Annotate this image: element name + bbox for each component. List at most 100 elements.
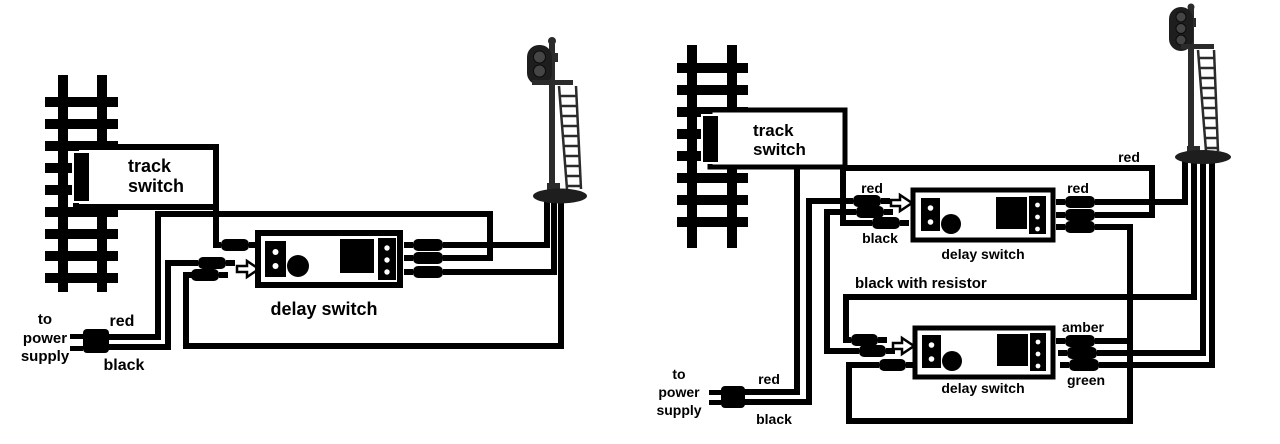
track-tie <box>45 207 118 217</box>
rca-plug-tip <box>1058 350 1067 356</box>
input-plugs-left <box>191 239 262 281</box>
delay-switch-2: delay switch <box>912 325 1056 396</box>
track-switch-label-line2: switch <box>753 140 806 159</box>
wire-red-power <box>105 211 493 340</box>
track-tie <box>45 251 118 261</box>
relay-block <box>340 239 374 273</box>
rca-plug-tip <box>886 348 895 354</box>
loop-red-label: red <box>1118 149 1140 165</box>
track-tie <box>677 217 748 227</box>
terminal-block <box>265 241 286 277</box>
resistor-wire-label: black with resistor <box>855 275 987 292</box>
wire-signal-common <box>183 198 564 349</box>
relay-block <box>996 197 1027 229</box>
socket-dot <box>927 205 934 211</box>
rca-plug <box>1065 209 1095 221</box>
rca-plug <box>1065 335 1095 347</box>
output-plugs-left <box>404 239 443 278</box>
black-wire-label: black <box>104 357 145 374</box>
power-label-line2: power <box>658 384 700 400</box>
wire-black-with-resistor <box>843 158 1197 343</box>
signal-pedestal <box>547 183 560 192</box>
rca-plug <box>413 266 443 278</box>
track-tie <box>677 63 748 73</box>
delay2-output-plugs: amber green <box>1056 319 1105 388</box>
signal-ladder <box>557 85 583 190</box>
wire-black-power <box>105 260 198 350</box>
wire-signal-green <box>1099 158 1215 368</box>
track-switch-label-line2: switch <box>128 176 184 196</box>
signal-lamp <box>1175 11 1187 23</box>
plug-in-arrow-icon <box>891 335 917 357</box>
signal-pole <box>1188 9 1194 157</box>
relay-block <box>997 334 1028 366</box>
track-switch-box-right: track switch <box>701 107 848 170</box>
rca-plug <box>879 359 906 371</box>
power-label-line1: to <box>672 366 685 382</box>
power-label-line3: supply <box>656 402 701 418</box>
power-connector-prong <box>709 390 721 395</box>
rca-plug-tip <box>1056 338 1065 344</box>
wire-black-power <box>743 198 853 405</box>
delay-switch-1: delay switch <box>910 187 1056 262</box>
signal-base <box>533 188 587 204</box>
wire-red-power <box>743 169 800 395</box>
track-switch-label-line1: track <box>753 121 794 140</box>
input-red-label: red <box>861 180 883 196</box>
socket-dot <box>384 257 390 263</box>
rca-plug-tip <box>404 255 413 261</box>
rca-plug <box>853 195 881 207</box>
signal-lamp <box>533 64 546 78</box>
socket-dot <box>1035 226 1040 232</box>
rca-plug <box>872 217 900 229</box>
terminal-block <box>921 198 940 231</box>
power-black-label: black <box>756 411 792 427</box>
track-tie <box>677 85 748 95</box>
delay1-output-plugs: red red <box>1056 149 1140 233</box>
rca-plug <box>1065 196 1095 208</box>
power-label-line2: power <box>23 330 67 347</box>
signal-ladder <box>1196 49 1220 152</box>
signal-finial <box>548 37 556 45</box>
rca-plug-tip <box>1056 224 1065 230</box>
socket-dot <box>1035 202 1040 208</box>
delay-switch-label: delay switch <box>270 299 377 319</box>
track-rail <box>58 75 68 292</box>
signal-pole <box>549 44 555 194</box>
rca-plug-tip <box>1056 212 1065 218</box>
rca-plug-tip <box>1056 199 1065 205</box>
track-switch-label-line1: track <box>128 156 172 176</box>
socket-dot <box>1035 339 1041 345</box>
signal-crossbar <box>532 80 573 85</box>
rca-plug <box>191 269 219 281</box>
track-switch-box-left: track switch <box>72 144 219 210</box>
power-label-line3: supply <box>21 348 70 365</box>
track-tie <box>45 273 118 283</box>
socket-dot <box>272 249 279 255</box>
red-wire-label: red <box>110 313 135 330</box>
switch-machine <box>701 114 720 164</box>
socket-dot <box>1035 351 1041 357</box>
adjust-knob <box>942 351 962 371</box>
rca-plug-tip <box>881 198 890 204</box>
rca-plug-tip <box>404 269 413 275</box>
wires-left <box>105 198 564 350</box>
signal-lamp <box>1175 23 1187 34</box>
signal-head-bracket <box>549 53 558 62</box>
power-connector-prong <box>709 400 721 405</box>
wire-trackswitch-to-delay <box>213 204 221 248</box>
signal-finial <box>1187 3 1195 11</box>
rca-plug-tip <box>1060 362 1069 368</box>
left-wiring-diagram: track switch <box>21 37 587 374</box>
track-tie <box>45 119 118 129</box>
rca-plug-tip <box>878 337 887 343</box>
wire-signal-a <box>443 198 550 248</box>
power-connector-prong <box>70 346 83 351</box>
wire-trackswitch-red-loop <box>845 165 1155 218</box>
wire-signal-b <box>443 198 557 275</box>
rca-plug-tip <box>226 260 235 266</box>
adjust-knob <box>941 214 961 234</box>
rca-plug <box>856 206 884 218</box>
plug-in-arrow-icon <box>235 258 262 280</box>
track-rail <box>687 45 697 248</box>
